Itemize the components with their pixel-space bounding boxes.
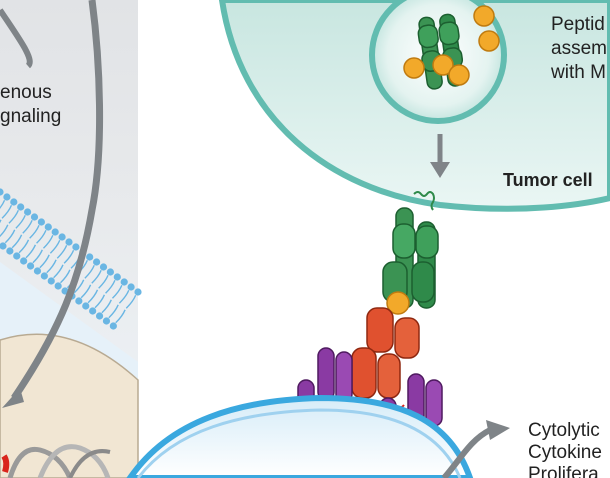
- dna-helix: [1, 444, 111, 478]
- lipid-tail: [32, 249, 43, 264]
- lipid-tail: [94, 294, 106, 309]
- mhc-anchor: [413, 191, 435, 211]
- lipid-head: [6, 247, 14, 255]
- lipid-head: [40, 272, 48, 280]
- lipid-tail: [111, 284, 123, 299]
- lipid-head: [24, 208, 32, 216]
- lipid-tail: [105, 279, 116, 294]
- lipid-head: [20, 257, 28, 265]
- lipid-tail: [0, 224, 9, 238]
- lipid-tail: [0, 219, 2, 224]
- lipid-head: [10, 198, 18, 206]
- lipid-head: [89, 307, 97, 315]
- lipid-tail: [15, 214, 26, 229]
- peptide-label-line3: with M: [551, 62, 606, 83]
- lipid-tail: [108, 304, 119, 319]
- lipid-tail: [4, 229, 16, 244]
- lipid-tail: [56, 244, 68, 259]
- lipid-head: [3, 193, 11, 201]
- response-arrow: [441, 420, 510, 478]
- lipid-tail: [125, 294, 137, 309]
- signaling-arrow: [2, 0, 104, 408]
- lipid-tail: [18, 239, 30, 254]
- lipid-head: [120, 278, 128, 286]
- lipid-tail: [91, 269, 102, 284]
- lipid-tail: [87, 289, 99, 304]
- lipid-head: [113, 273, 121, 281]
- lipid-tail: [42, 234, 54, 249]
- response-label-line3: Prolifera: [528, 464, 599, 478]
- lipid-tail: [36, 229, 47, 244]
- lipid-tail: [39, 254, 50, 269]
- lipid-tail: [84, 264, 95, 279]
- lipid-head: [106, 268, 114, 276]
- lipid-tail: [101, 299, 112, 314]
- lipid-tail: [29, 224, 40, 239]
- lipid-head: [93, 258, 101, 266]
- lipid-tail: [8, 209, 19, 224]
- lipid-tail: [63, 249, 75, 264]
- lipid-head: [17, 203, 25, 211]
- bound-peptide: [386, 291, 410, 315]
- lipid-head: [44, 223, 52, 231]
- lipid-tail: [11, 234, 23, 249]
- lipid-head: [47, 277, 55, 285]
- lipid-head: [82, 302, 90, 310]
- peptides-in-vesicle: [403, 5, 500, 86]
- lipid-tail: [1, 204, 13, 219]
- lipid-head: [72, 243, 80, 251]
- lipid-tail: [73, 279, 85, 294]
- signaling-label-line2: gnaling: [0, 106, 62, 127]
- lipid-head: [26, 262, 35, 270]
- mhc-surface: [382, 207, 439, 309]
- lipid-head: [102, 317, 111, 325]
- transport-arrow: [430, 134, 450, 178]
- lipid-head: [75, 297, 83, 305]
- lipid-head: [134, 288, 142, 296]
- lipid-head: [109, 322, 117, 330]
- t-cell: [126, 394, 474, 478]
- lipid-head: [65, 238, 73, 246]
- signaling-label-line1: enous: [0, 82, 52, 103]
- lipid-tail: [80, 284, 92, 299]
- lipid-head: [58, 233, 66, 241]
- lipid-head: [0, 242, 7, 250]
- lipid-tail: [49, 239, 61, 254]
- lipid-tail: [118, 289, 130, 304]
- lipid-head: [33, 267, 42, 275]
- lipid-tail: [22, 219, 33, 234]
- tumor-cell-label: Tumor cell: [503, 170, 593, 190]
- lipid-tail: [0, 199, 6, 209]
- lipid-head: [127, 283, 135, 291]
- left-small-arrow: [0, 8, 33, 69]
- lipid-tail: [25, 244, 37, 259]
- peptide-label-line2: assem: [551, 38, 607, 59]
- lipid-head: [95, 312, 104, 320]
- response-label-line1: Cytolytic: [528, 420, 600, 441]
- lipid-head: [54, 282, 62, 290]
- lipid-tail: [46, 259, 57, 274]
- peptide-label-line1: Peptid: [551, 14, 605, 35]
- t-cell-receptor: [343, 307, 420, 409]
- lipid-tail: [60, 269, 71, 284]
- lipid-head: [99, 263, 108, 271]
- lipid-tail: [53, 264, 64, 279]
- lipid-tail: [115, 309, 126, 324]
- lipid-tail: [98, 274, 109, 289]
- lipid-head: [0, 188, 4, 196]
- response-label-line2: Cytokine: [528, 442, 602, 463]
- lipid-head: [86, 253, 94, 261]
- lipid-head: [30, 213, 39, 221]
- cell-membrane: [0, 188, 142, 330]
- lipid-head: [51, 228, 59, 236]
- lipid-head: [13, 252, 21, 260]
- lipid-head: [37, 218, 46, 226]
